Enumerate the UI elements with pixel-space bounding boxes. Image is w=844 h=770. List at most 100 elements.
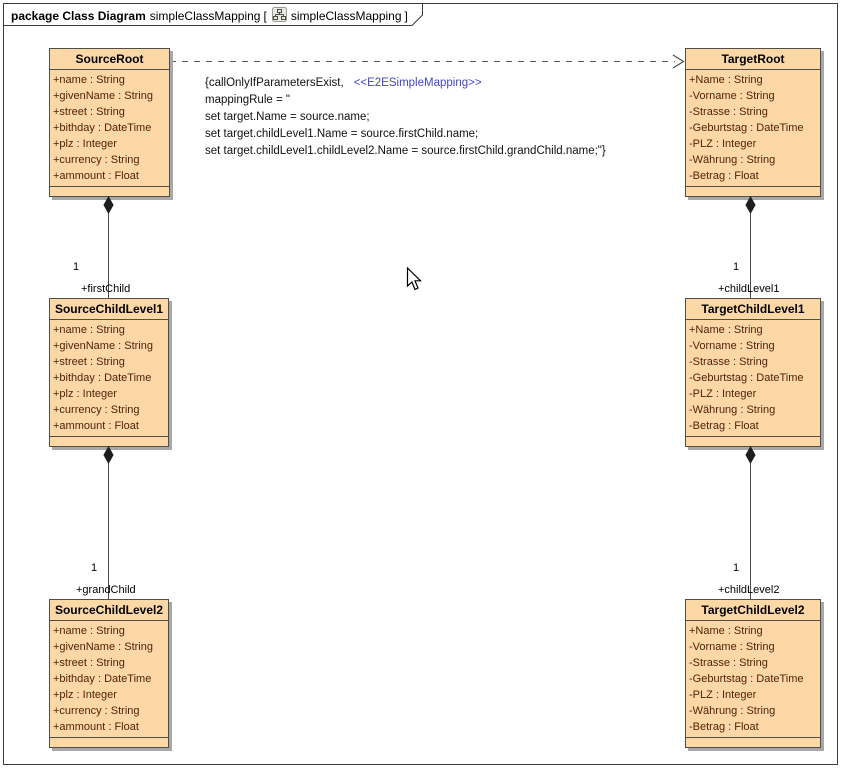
class-attribute[interactable]: -Betrag : Float (689, 420, 759, 432)
multiplicity-label[interactable]: 1 (91, 562, 98, 574)
annotation-condition: {callOnlyIfParametersExist, (205, 77, 344, 89)
class-sourcechildlevel1[interactable]: SourceChildLevel1 +name : String +givenN… (49, 298, 169, 447)
class-operations-compartment (686, 437, 820, 446)
class-attribute[interactable]: -Strasse : String (689, 356, 768, 368)
frame-tab-bracket-close: ] (404, 9, 408, 23)
frame-tab-shape (3, 3, 423, 26)
class-attribute[interactable]: +currency : String (53, 705, 140, 717)
dependency-line[interactable] (170, 61, 675, 62)
class-attribute[interactable]: +ammount : Float (53, 170, 139, 182)
multiplicity-label[interactable]: 1 (733, 562, 740, 574)
class-attribute[interactable]: +plz : Integer (53, 388, 117, 400)
multiplicity-label[interactable]: 1 (733, 261, 740, 273)
role-label-childlevel2[interactable]: +childLevel2 (718, 584, 780, 596)
class-attribute[interactable]: +Name : String (689, 324, 763, 336)
mouse-cursor-icon (406, 267, 422, 291)
class-attribute[interactable]: -Geburtstag : DateTime (689, 122, 804, 134)
class-targetroot[interactable]: TargetRoot +Name : String -Vorname : Str… (685, 48, 821, 197)
class-title[interactable]: SourceChildLevel1 (50, 299, 168, 320)
class-attribute[interactable]: +plz : Integer (53, 138, 117, 150)
class-operations-compartment (50, 187, 169, 196)
frame-tab-package-name: simpleClassMapping (149, 9, 261, 23)
composition-diamond-icon (103, 446, 114, 464)
class-attribute[interactable]: +givenName : String (53, 90, 153, 102)
mapping-annotation[interactable]: {callOnlyIfParametersExist, <<E2ESimpleMa… (205, 75, 606, 160)
role-label-firstchild[interactable]: +firstChild (81, 283, 131, 295)
class-attributes-compartment: +Name : String -Vorname : String -Strass… (686, 621, 820, 738)
class-attribute[interactable]: -PLZ : Integer (689, 138, 757, 150)
class-sourceroot[interactable]: SourceRoot +name : String +givenName : S… (49, 48, 170, 197)
class-attribute[interactable]: +name : String (53, 625, 125, 637)
annotation-line: mappingRule = " (205, 94, 290, 106)
composition-diamond-icon (745, 446, 756, 464)
class-operations-compartment (50, 437, 168, 446)
class-title[interactable]: TargetRoot (686, 49, 820, 70)
class-attribute[interactable]: +ammount : Float (53, 420, 139, 432)
multiplicity-label[interactable]: 1 (73, 261, 80, 273)
annotation-line: set target.Name = source.name; (205, 111, 370, 123)
class-attribute[interactable]: +givenName : String (53, 641, 153, 653)
role-label-grandchild[interactable]: +grandChild (76, 584, 136, 596)
class-attribute[interactable]: +ammount : Float (53, 721, 139, 733)
class-sourcechildlevel2[interactable]: SourceChildLevel2 +name : String +givenN… (49, 599, 169, 748)
class-attribute[interactable]: -PLZ : Integer (689, 388, 757, 400)
class-attribute[interactable]: -Vorname : String (689, 340, 775, 352)
dependency-arrowhead-icon (672, 54, 685, 69)
composition-line-childlevel2[interactable] (750, 447, 751, 599)
class-attribute[interactable]: +givenName : String (53, 340, 153, 352)
class-attribute[interactable]: +street : String (53, 356, 125, 368)
composition-line-grandchild[interactable] (108, 447, 109, 599)
class-attribute[interactable]: +name : String (53, 324, 125, 336)
class-attribute[interactable]: +bithday : DateTime (53, 673, 152, 685)
class-attribute[interactable]: +bithday : DateTime (53, 372, 152, 384)
class-attribute[interactable]: +plz : Integer (53, 689, 117, 701)
class-attribute[interactable]: -Währung : String (689, 705, 776, 717)
class-attribute[interactable]: -Vorname : String (689, 641, 775, 653)
class-attribute[interactable]: -Strasse : String (689, 106, 768, 118)
annotation-stereotype: <<E2ESimpleMapping>> (353, 77, 482, 89)
class-targetchildlevel1[interactable]: TargetChildLevel1 +Name : String -Vornam… (685, 298, 821, 447)
annotation-line: set target.childLevel1.Name = source.fir… (205, 128, 479, 140)
class-attribute[interactable]: +bithday : DateTime (53, 122, 152, 134)
class-attributes-compartment: +Name : String -Vorname : String -Strass… (686, 320, 820, 437)
class-attribute[interactable]: -Strasse : String (689, 657, 768, 669)
class-attribute[interactable]: -Geburtstag : DateTime (689, 372, 804, 384)
class-operations-compartment (50, 738, 168, 747)
class-title[interactable]: TargetChildLevel2 (686, 600, 820, 621)
class-attributes-compartment: +name : String +givenName : String +stre… (50, 621, 168, 738)
class-operations-compartment (686, 187, 820, 196)
class-title[interactable]: TargetChildLevel1 (686, 299, 820, 320)
annotation-line: set target.childLevel1.childLevel2.Name … (205, 145, 606, 157)
class-attribute[interactable]: -Geburtstag : DateTime (689, 673, 804, 685)
class-attribute[interactable]: +street : String (53, 657, 125, 669)
class-attribute[interactable]: +currency : String (53, 404, 140, 416)
frame-tab-keyword: package Class Diagram (11, 9, 146, 23)
composition-diamond-icon (103, 196, 114, 214)
class-targetchildlevel2[interactable]: TargetChildLevel2 +Name : String -Vornam… (685, 599, 821, 748)
class-title[interactable]: SourceRoot (50, 49, 169, 70)
class-attributes-compartment: +Name : String -Vorname : String -Strass… (686, 70, 820, 187)
class-attribute[interactable]: -PLZ : Integer (689, 689, 757, 701)
frame-tab[interactable]: package Class Diagram simpleClassMapping… (11, 7, 408, 25)
class-attribute[interactable]: -Währung : String (689, 404, 776, 416)
class-attribute[interactable]: +name : String (53, 74, 125, 86)
class-attribute[interactable]: -Währung : String (689, 154, 776, 166)
class-attributes-compartment: +name : String +givenName : String +stre… (50, 70, 169, 187)
class-attribute[interactable]: +Name : String (689, 74, 763, 86)
class-attributes-compartment: +name : String +givenName : String +stre… (50, 320, 168, 437)
class-attribute[interactable]: +currency : String (53, 154, 140, 166)
class-title[interactable]: SourceChildLevel2 (50, 600, 168, 621)
class-attribute[interactable]: +street : String (53, 106, 125, 118)
class-attribute[interactable]: -Betrag : Float (689, 721, 759, 733)
class-attribute[interactable]: +Name : String (689, 625, 763, 637)
composition-line-childlevel1[interactable] (750, 197, 751, 298)
composition-line-firstchild[interactable] (108, 197, 109, 298)
role-label-childlevel1[interactable]: +childLevel1 (718, 283, 780, 295)
frame-tab-bracket-open: [ (263, 9, 267, 23)
class-attribute[interactable]: -Vorname : String (689, 90, 775, 102)
class-diagram-icon (271, 7, 287, 25)
class-attribute[interactable]: -Betrag : Float (689, 170, 759, 182)
class-operations-compartment (686, 738, 820, 747)
composition-diamond-icon (745, 196, 756, 214)
frame-tab-diagram-name: simpleClassMapping (290, 9, 402, 23)
